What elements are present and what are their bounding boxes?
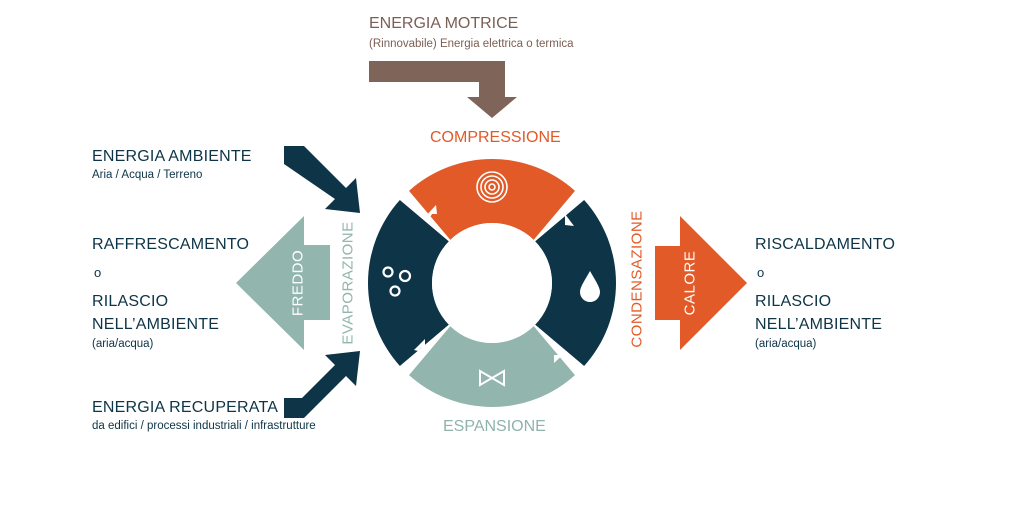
ambient-energy-subtitle: Aria / Acqua / Terreno bbox=[92, 169, 203, 181]
heat-arrow bbox=[655, 216, 747, 350]
valve-icon bbox=[479, 369, 505, 387]
recovered-energy-subtitle: da edifici / processi industriali / infr… bbox=[92, 420, 316, 432]
energy-input-title: ENERGIA MOTRICE bbox=[369, 15, 519, 32]
heating-or: o bbox=[757, 265, 765, 280]
heating-release-line1: RILASCIO bbox=[755, 293, 832, 310]
cooling-title: RAFFRESCAMENTO bbox=[92, 236, 250, 253]
expansion-label: ESPANSIONE bbox=[443, 418, 546, 435]
cooling-note: (aria/acqua) bbox=[92, 338, 154, 350]
ambient-energy-arrow bbox=[284, 146, 360, 213]
heating-title: RISCALDAMENTO bbox=[755, 236, 896, 253]
ambient-energy-title: ENERGIA AMBIENTE bbox=[92, 148, 252, 165]
evaporation-label: EVAPORAZIONE bbox=[339, 221, 357, 345]
heating-release-line2: NELL’AMBIENTE bbox=[755, 316, 883, 333]
cold-arrow bbox=[236, 216, 330, 350]
ring-direction-arrows bbox=[414, 205, 574, 363]
expansion-segment bbox=[409, 326, 575, 408]
bubbles-icon bbox=[382, 266, 412, 297]
recovered-energy-title: ENERGIA RECUPERATA bbox=[92, 399, 279, 416]
heat-arrow-label: CALORE bbox=[681, 250, 699, 316]
cold-arrow-label: FREDDO bbox=[289, 249, 307, 317]
cooling-or: o bbox=[94, 265, 102, 280]
condensation-label: CONDENSAZIONE bbox=[628, 210, 646, 348]
cooling-release-line1: RILASCIO bbox=[92, 293, 169, 310]
recovered-energy-arrow bbox=[284, 351, 360, 418]
heating-note: (aria/acqua) bbox=[755, 338, 817, 350]
compression-segment bbox=[409, 159, 575, 240]
energy-input-subtitle: (Rinnovabile) Energia elettrica o termic… bbox=[369, 38, 574, 50]
cooling-release-line2: NELL’AMBIENTE bbox=[92, 316, 220, 333]
droplet-icon bbox=[580, 271, 600, 302]
evaporation-segment bbox=[367, 200, 449, 366]
condensation-segment bbox=[535, 200, 617, 366]
compression-label: COMPRESSIONE bbox=[430, 129, 561, 146]
energy-input-arrow bbox=[369, 61, 517, 118]
compressor-icon bbox=[476, 171, 508, 203]
